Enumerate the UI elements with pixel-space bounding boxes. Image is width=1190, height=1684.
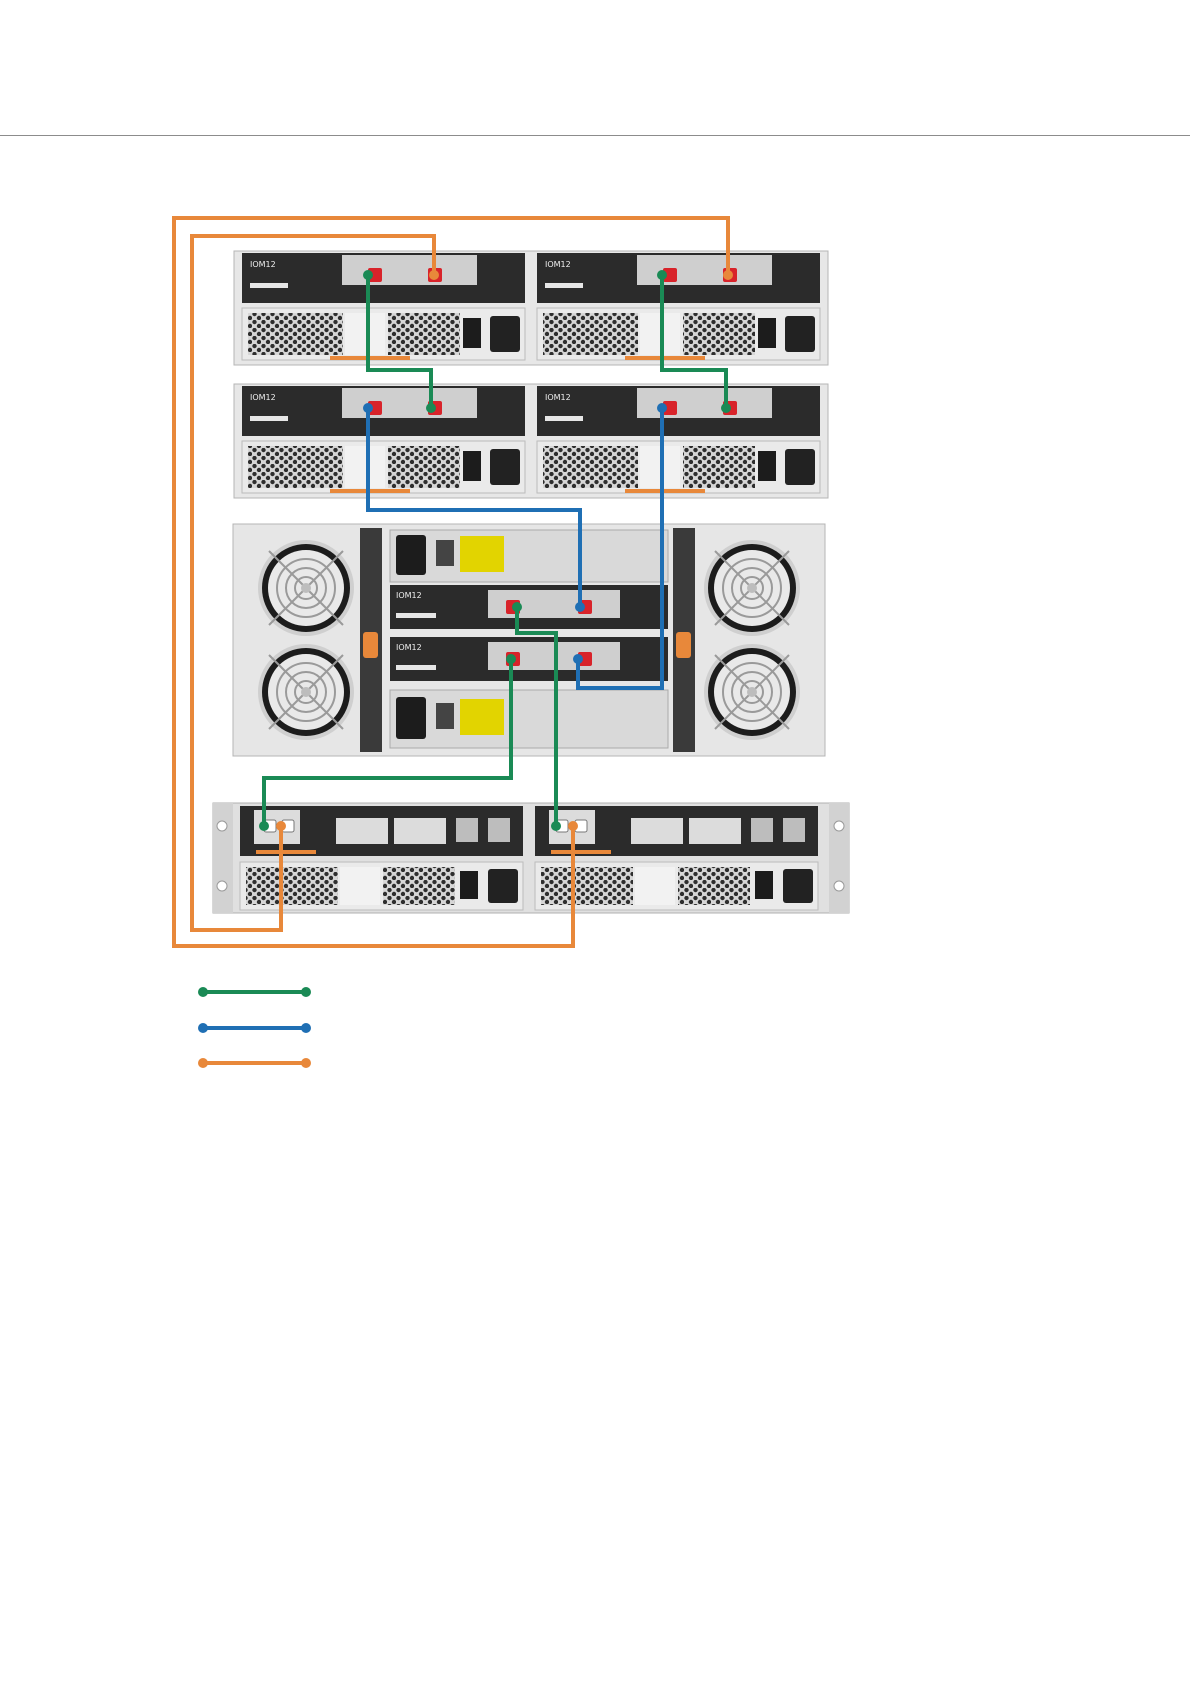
fan-icon [258,644,354,740]
legend-item-green [198,987,311,997]
legend-item-blue [198,1023,311,1033]
fan-icon [704,644,800,740]
shelf-3-iom-a: IOM12 [390,585,668,629]
legend [198,987,311,1068]
controller [213,803,849,913]
module-label: IOM12 [545,260,571,269]
shelf-2-iom-b: IOM12 [537,386,820,436]
shelf-2: IOM12 IOM12 [234,384,828,498]
fan-icon [704,540,800,636]
shelf-1-iom-a: IOM12 [242,253,525,303]
shelf-1: IOM12 IOM12 [234,251,828,365]
shelf-3: IOM12 IOM12 [233,524,825,756]
module-label: IOM12 [396,591,422,600]
module-label: IOM12 [250,260,276,269]
module-label: IOM12 [396,643,422,652]
shelf-3-iom-b: IOM12 [390,637,668,681]
legend-item-orange [198,1058,311,1068]
module-label: IOM12 [545,393,571,402]
fan-icon [258,540,354,636]
controller-b [535,806,818,856]
shelf-2-iom-a: IOM12 [242,386,525,436]
shelf-1-iom-b: IOM12 [537,253,820,303]
module-label: IOM12 [250,393,276,402]
